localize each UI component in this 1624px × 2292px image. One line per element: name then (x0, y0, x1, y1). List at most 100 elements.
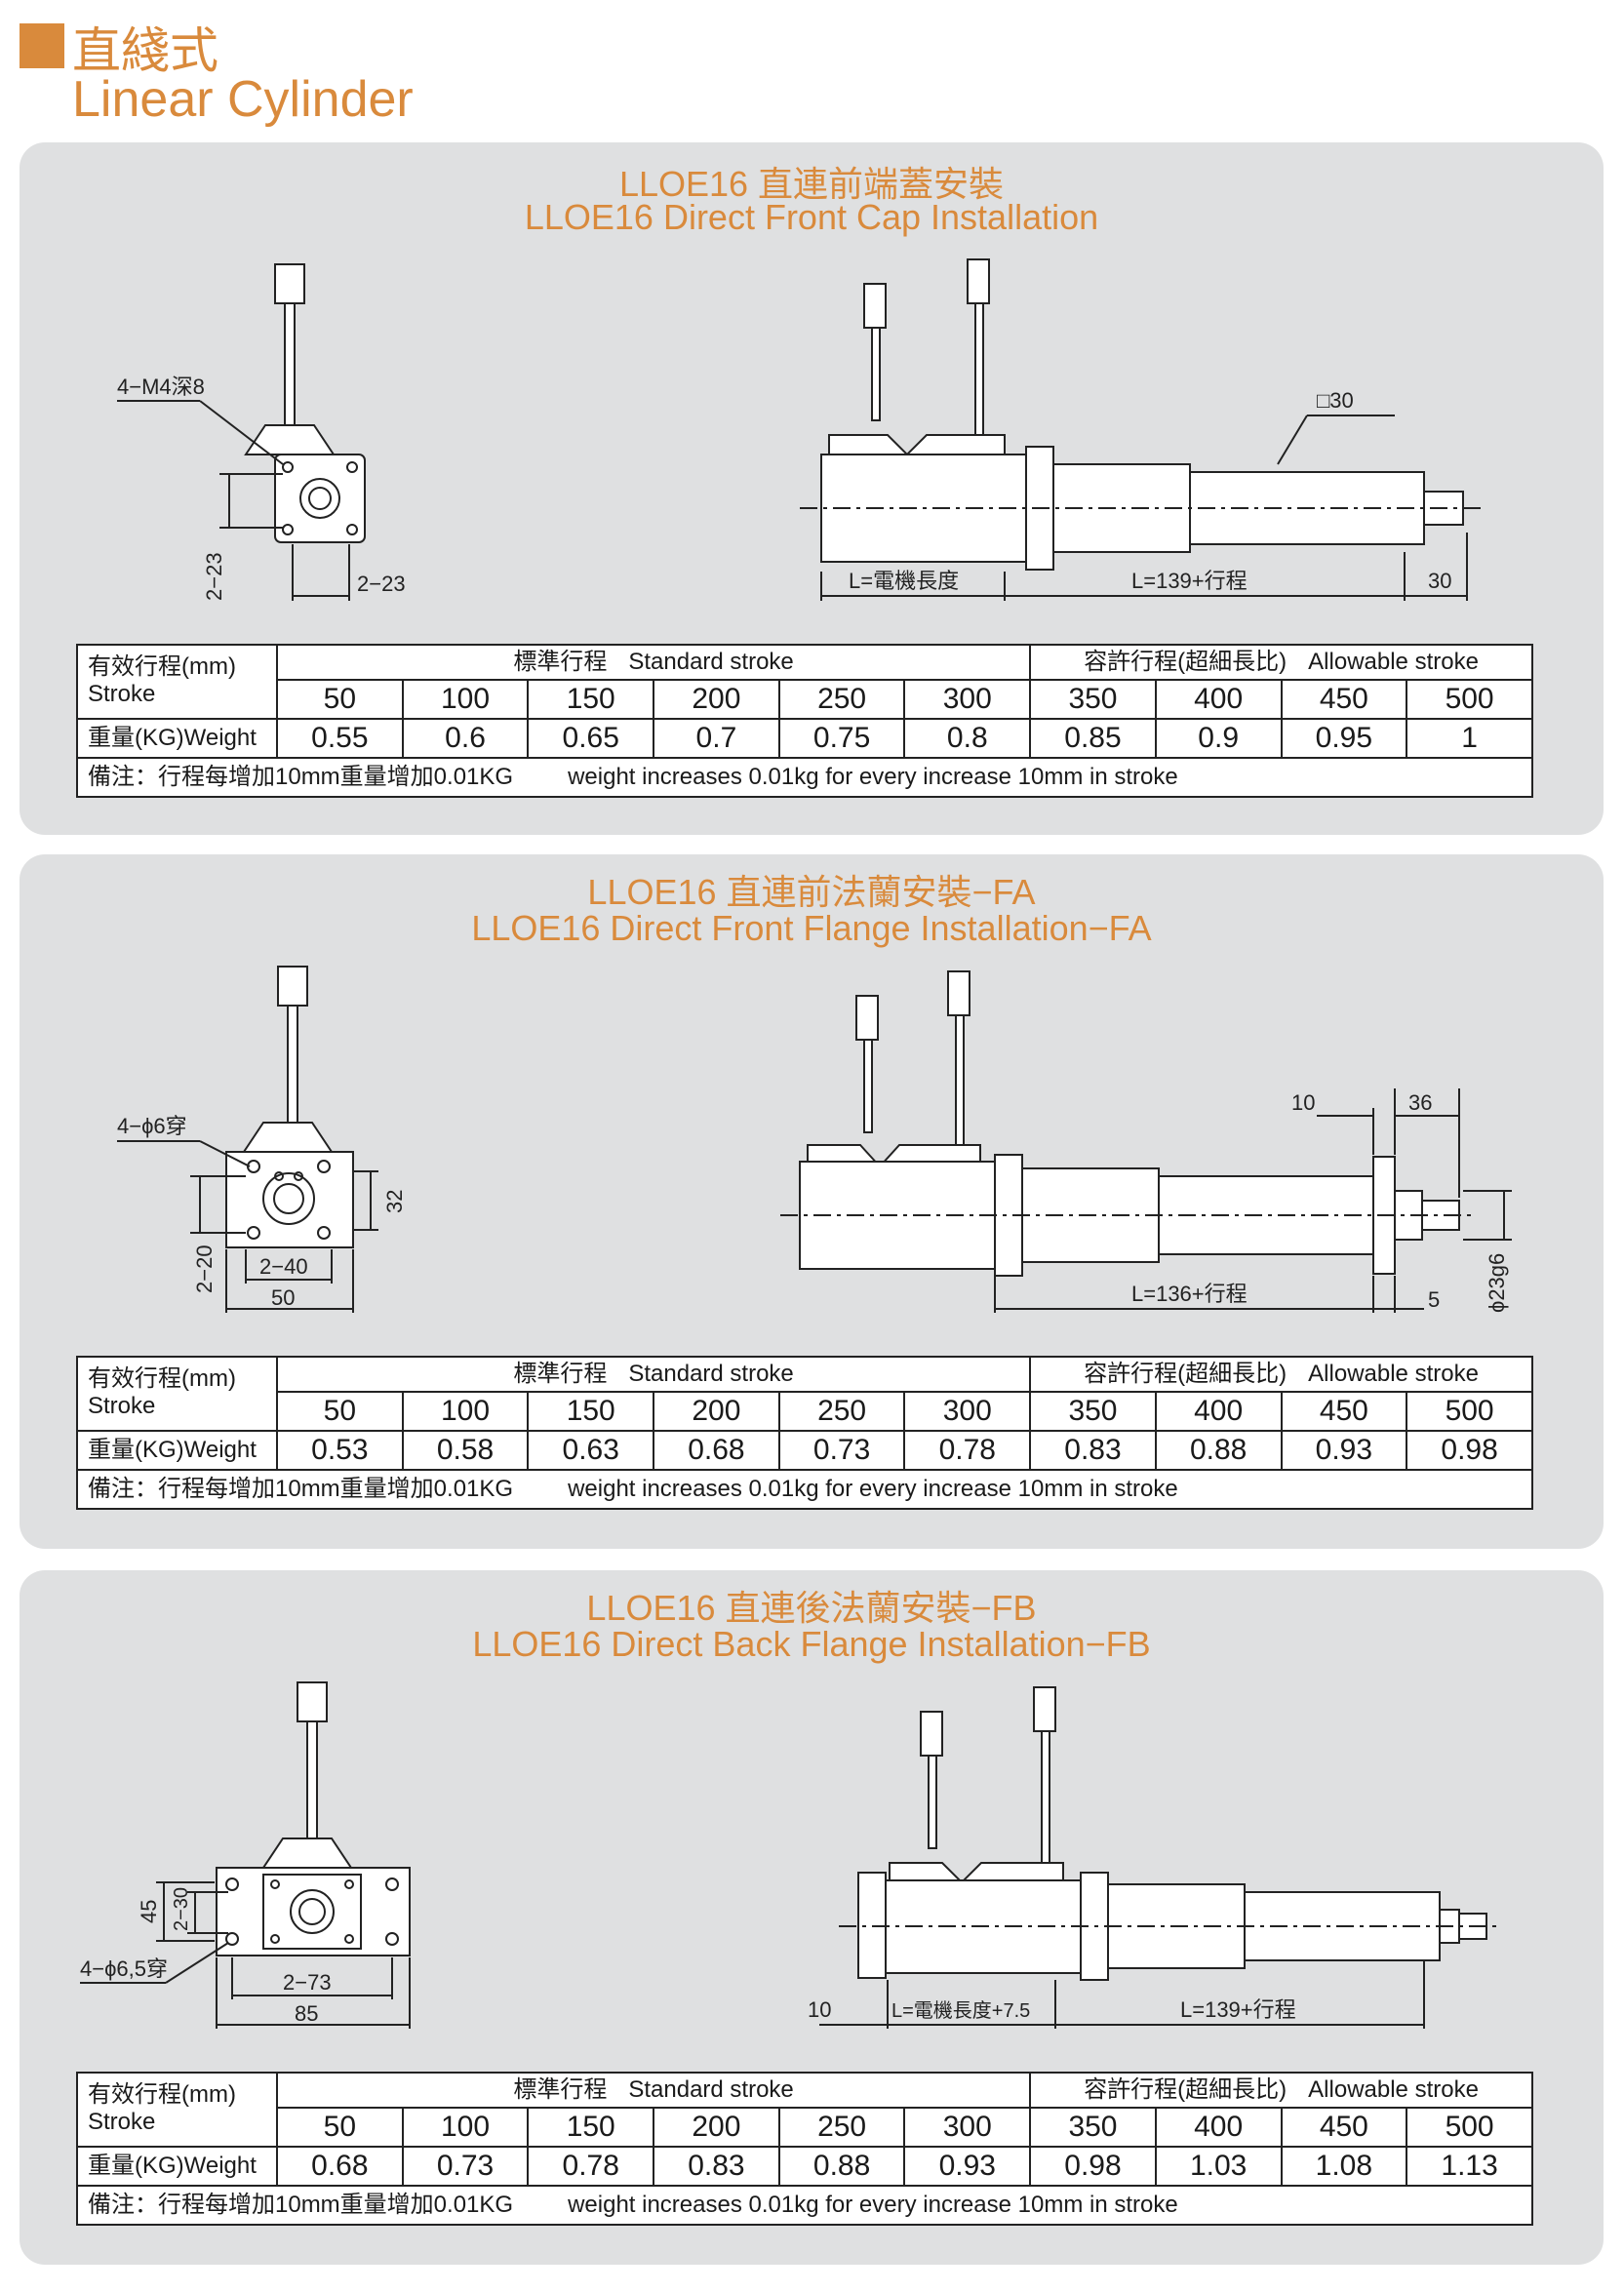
stroke-value: 400 (1154, 1391, 1283, 1432)
weight-value: 0.55 (276, 718, 404, 759)
stroke-value: 500 (1406, 2107, 1533, 2148)
dim-motor: L=電機長度+7.5 (891, 1999, 1030, 2022)
stroke-value: 450 (1280, 2107, 1408, 2148)
dim-body: L=139+行程 (1131, 569, 1248, 593)
dim-phi: ϕ23g6 (1485, 1253, 1509, 1313)
weight-value: 0.88 (777, 2146, 906, 2187)
header-title-zh: 直綫式 (72, 22, 218, 79)
dim-vertical: 2−23 (202, 552, 226, 601)
stroke-label-zh: 有效行程(mm) (88, 1365, 236, 1392)
stroke-label-en: Stroke (88, 1393, 156, 1419)
stroke-value: 300 (903, 1391, 1032, 1432)
weight-value: 0.73 (401, 2146, 530, 2187)
stroke-value: 50 (276, 679, 404, 720)
dim-h2: 85 (295, 2001, 318, 2026)
weight-value: 0.83 (653, 2146, 780, 2187)
weight-value: 0.68 (653, 1430, 780, 1471)
stroke-value: 450 (1280, 1391, 1408, 1432)
weight-value: 1.13 (1406, 2146, 1533, 2187)
stroke-value: 350 (1029, 1391, 1157, 1432)
stroke-label-en: Stroke (88, 2109, 156, 2135)
section-title-zh: LLOE16 直連前端蓋安裝 (618, 164, 1005, 204)
front-flange-fa-drawing: 4−ϕ6穿 2−20 32 2−40 50 10 36 L=136+行程 5 ϕ… (117, 966, 1512, 1313)
stroke-label-cell: 有效行程(mm) Stroke (76, 2072, 278, 2148)
dim-motor: L=電機長度 (849, 569, 959, 593)
stroke-value: 50 (276, 2107, 404, 2148)
weight-value: 0.8 (903, 718, 1032, 759)
section-front-cap: LLOE16 直連前端蓋安裝 LLOE16 Direct Front Cap I… (20, 142, 1604, 835)
allowable-stroke-header: 容許行程(超細長比)Allowable stroke (1029, 2072, 1533, 2109)
stroke-value: 150 (527, 1391, 655, 1432)
stroke-value: 150 (527, 679, 655, 720)
stroke-value: 300 (903, 2107, 1032, 2148)
dim-vertical: 2−20 (192, 1245, 217, 1293)
weight-value: 0.93 (1280, 1430, 1408, 1471)
dim-body: L=139+行程 (1180, 1997, 1296, 2022)
stroke-value: 100 (401, 2107, 530, 2148)
section-back-flange-fb: LLOE16 直連後法蘭安裝−FB LLOE16 Direct Back Fla… (20, 1570, 1604, 2265)
stroke-value: 250 (777, 2107, 906, 2148)
stroke-value: 500 (1406, 1391, 1533, 1432)
weight-value: 0.9 (1154, 718, 1283, 759)
stroke-value: 500 (1406, 679, 1533, 720)
dim-h1: 2−73 (283, 1970, 332, 1995)
weight-label: 重量(KG)Weight (76, 2146, 278, 2187)
dim-side-label: 4−M4深8 (117, 375, 205, 399)
weight-value: 1 (1406, 718, 1533, 759)
stroke-value: 400 (1154, 2107, 1283, 2148)
weight-value: 0.85 (1029, 718, 1157, 759)
front-cap-drawing: 4−M4深8 2−23 2−23 □30 L=電機長度 L=139+行程 30 (117, 258, 1483, 601)
stroke-value: 200 (653, 2107, 780, 2148)
dim-horizontal: 2−23 (357, 572, 406, 596)
stroke-value: 350 (1029, 2107, 1157, 2148)
header-square-icon (20, 23, 64, 68)
stroke-value: 200 (653, 1391, 780, 1432)
weight-value: 0.88 (1154, 1430, 1283, 1471)
weight-value: 1.03 (1154, 2146, 1283, 2187)
section-title-zh: LLOE16 直連前法蘭安裝−FA (587, 872, 1036, 912)
weight-value: 0.73 (777, 1430, 906, 1471)
weight-value: 0.6 (401, 718, 530, 759)
stroke-label-zh: 有效行程(mm) (88, 653, 236, 680)
stroke-value: 450 (1280, 679, 1408, 720)
dim-h2: 50 (271, 1285, 295, 1310)
stroke-label-cell: 有效行程(mm) Stroke (76, 644, 278, 720)
stroke-label-cell: 有效行程(mm) Stroke (76, 1356, 278, 1432)
weight-value: 0.7 (653, 718, 780, 759)
weight-value: 0.98 (1029, 2146, 1157, 2187)
dim-end: 30 (1428, 569, 1451, 593)
weight-value: 0.75 (777, 718, 906, 759)
stroke-value: 100 (401, 1391, 530, 1432)
dim-v1: 45 (137, 1900, 161, 1923)
allowable-stroke-header: 容許行程(超細長比)Allowable stroke (1029, 1356, 1533, 1393)
weight-value: 0.63 (527, 1430, 655, 1471)
dim-body: L=136+行程 (1131, 1282, 1248, 1306)
stroke-label-en: Stroke (88, 681, 156, 707)
weight-value: 0.93 (903, 2146, 1032, 2187)
section-front-flange-fa: LLOE16 直連前法蘭安裝−FA LLOE16 Direct Front Fl… (20, 854, 1604, 1549)
dim-v2: 2−30 (171, 1887, 192, 1931)
weight-label: 重量(KG)Weight (76, 718, 278, 759)
weight-value: 0.53 (276, 1430, 404, 1471)
dim-5: 5 (1428, 1287, 1440, 1312)
stroke-label-zh: 有效行程(mm) (88, 2081, 236, 2108)
stroke-value: 350 (1029, 679, 1157, 720)
weight-value: 0.95 (1280, 718, 1408, 759)
stroke-value: 300 (903, 679, 1032, 720)
stroke-value: 200 (653, 679, 780, 720)
dim-h1: 2−40 (259, 1254, 308, 1279)
stroke-value: 250 (777, 1391, 906, 1432)
weight-value: 0.65 (527, 718, 655, 759)
section-title-zh: LLOE16 直連後法蘭安裝−FB (586, 1588, 1037, 1628)
stroke-value: 250 (777, 679, 906, 720)
weight-value: 0.58 (401, 1430, 530, 1471)
header-title-en: Linear Cylinder (72, 71, 414, 128)
dim-right: 32 (382, 1190, 407, 1213)
weight-label: 重量(KG)Weight (76, 1430, 278, 1471)
section-title-en: LLOE16 Direct Back Flange Installation−F… (472, 1624, 1151, 1664)
